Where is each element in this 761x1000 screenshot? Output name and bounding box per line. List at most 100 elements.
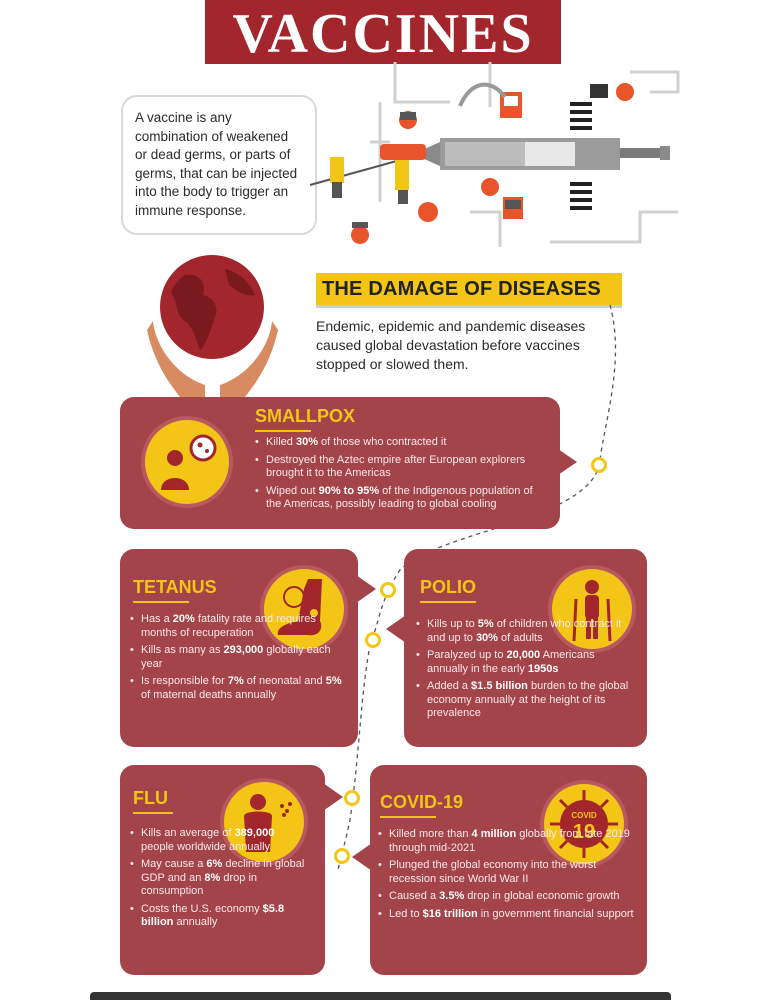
- bullet-item: Wiped out 90% to 95% of the Indigenous p…: [255, 485, 545, 512]
- bullet-item: Has a 20% fatality rate and requires mon…: [130, 613, 352, 640]
- bullet-item: Is responsible for 7% of neonatal and 5%…: [130, 675, 352, 702]
- bullet-text: Has a: [141, 613, 173, 625]
- bullet-highlight: 389,000: [234, 827, 275, 839]
- bullet-item: Kills up to 5% of children who contract …: [416, 618, 638, 645]
- damage-heading-banner: THE DAMAGE OF DISEASES: [316, 273, 622, 305]
- bullet-text: Led to: [389, 907, 423, 920]
- bullet-text: Americans annually in the early: [427, 649, 595, 675]
- damage-heading: THE DAMAGE OF DISEASES: [322, 278, 601, 300]
- bullet-text: globally each year: [141, 644, 331, 670]
- bullet-text: fatality rate and requires months of rec…: [141, 613, 316, 639]
- path-marker: [591, 457, 607, 473]
- bullet-highlight: 293,000: [223, 644, 264, 656]
- bullet-highlight: 4 million: [471, 828, 517, 840]
- bullet-highlight: 7%: [227, 675, 244, 687]
- bullet-text: globally from late 2019 through mid-2021: [389, 828, 630, 854]
- covid-title-wrap: COVID-19: [380, 792, 463, 818]
- bullet-item: May cause a 6% decline in global GDP and…: [130, 858, 310, 899]
- bullet-highlight: 20,000: [506, 649, 541, 661]
- smallpox-card-pointer: [555, 447, 577, 477]
- bullet-text: Kills up to: [427, 618, 478, 630]
- bullet-text: people worldwide annually: [141, 840, 271, 853]
- flu-list-wrap: Kills an average of 389,000 people world…: [130, 827, 310, 934]
- smallpox-icon: [141, 416, 233, 508]
- bullet-item: Paralyzed up to 20,000 Americans annuall…: [416, 649, 638, 676]
- bullet-item: Kills as many as 293,000 globally each y…: [130, 644, 352, 671]
- flu-title-wrap: FLU: [133, 788, 173, 814]
- polio-card-pointer: [386, 615, 406, 643]
- covid-list-wrap: Killed more than 4 million globally from…: [378, 828, 640, 925]
- bullet-text: annually: [173, 916, 218, 928]
- bullet-item: Led to $16 trillion in government financ…: [378, 908, 640, 922]
- bullet-text: Paralyzed up to: [427, 649, 507, 661]
- bullet-text: Added a: [427, 680, 472, 692]
- tetanus-title-wrap: TETANUS: [133, 577, 217, 603]
- tetanus-title-underline: [133, 601, 189, 603]
- bullet-text: decline in global GDP and an: [141, 858, 305, 884]
- smallpox-person-icon: [161, 434, 217, 490]
- bullet-text: Wiped out: [266, 484, 319, 497]
- bullet-text: Caused a: [389, 890, 440, 902]
- bullet-text: Plunged the global economy into the wors…: [389, 859, 597, 885]
- polio-list: Kills up to 5% of children who contract …: [416, 618, 638, 721]
- bullet-text: of neonatal and: [243, 675, 326, 687]
- bullet-highlight: 5%: [325, 675, 342, 687]
- bullet-item: Killed more than 4 million globally from…: [378, 828, 640, 855]
- damage-heading-underline: [316, 305, 622, 308]
- flu-title: FLU: [133, 788, 168, 808]
- smallpox-title-wrap: SMALLPOX: [255, 406, 355, 432]
- smallpox-title-underline: [255, 430, 311, 432]
- covid-title-underline: [380, 816, 436, 818]
- smallpox-list-wrap: Killed 30% of those who contracted it Des…: [255, 436, 545, 516]
- bullet-text: of children who contract it and up to: [427, 618, 622, 644]
- bullet-text: of adults: [497, 631, 543, 644]
- bullet-text: drop in global economic growth: [464, 890, 620, 902]
- covid-card-pointer: [352, 843, 372, 871]
- bullet-item: Costs the U.S. economy $5.8 billion annu…: [130, 903, 310, 930]
- bullet-highlight: $16 trillion: [422, 907, 478, 920]
- bullet-text: of those who contracted it: [318, 436, 447, 448]
- bullet-text: in government financial support: [477, 907, 634, 920]
- bullet-text: of the Indigenous population of the Amer…: [266, 484, 533, 511]
- bullet-highlight: 20%: [172, 613, 195, 625]
- bullet-item: Caused a 3.5% drop in global economic gr…: [378, 890, 640, 904]
- polio-list-wrap: Kills up to 5% of children who contract …: [416, 618, 638, 725]
- path-marker: [344, 790, 360, 806]
- bullet-text: of maternal deaths annually: [141, 688, 277, 701]
- bullet-item: Added a $1.5 billion burden to the globa…: [416, 680, 638, 721]
- syringe-robot-illustration: [309, 62, 680, 247]
- bottom-bar: [90, 992, 671, 1000]
- flu-title-underline: [133, 812, 173, 814]
- bullet-text: Killed: [266, 436, 296, 448]
- tetanus-title: TETANUS: [133, 577, 217, 597]
- path-marker: [380, 582, 396, 598]
- bullet-item: Plunged the global economy into the wors…: [378, 859, 640, 886]
- bullet-highlight: 5%: [477, 618, 494, 630]
- bullet-highlight: $1.5 billion: [471, 680, 528, 692]
- bullet-highlight: $5.8 billion: [141, 902, 285, 929]
- tetanus-list-wrap: Has a 20% fatality rate and requires mon…: [130, 613, 352, 706]
- damage-description: Endemic, epidemic and pandemic diseases …: [316, 318, 586, 372]
- bullet-highlight: 30%: [475, 631, 498, 644]
- polio-title-wrap: POLIO: [420, 577, 476, 603]
- bullet-text: drop in consumption: [141, 871, 258, 898]
- bullet-item: Kills an average of 389,000 people world…: [130, 827, 310, 854]
- bullet-highlight: 90% to 95%: [318, 484, 380, 497]
- bullet-text: Kills as many as: [141, 644, 224, 656]
- covid-title: COVID-19: [380, 792, 464, 812]
- flu-card-pointer: [323, 783, 343, 811]
- bullet-text: Destroyed the Aztec empire after Europea…: [266, 453, 526, 480]
- bullet-text: Kills an average of: [141, 827, 235, 839]
- bullet-item: Killed 30% of those who contracted it: [255, 436, 545, 450]
- covid-list: Killed more than 4 million globally from…: [378, 828, 640, 921]
- bullet-highlight: 3.5%: [439, 890, 465, 902]
- polio-title: POLIO: [420, 577, 477, 597]
- bullet-highlight: 1950s: [527, 662, 559, 675]
- globe-in-hands-illustration: [147, 255, 278, 403]
- bullet-highlight: 30%: [295, 436, 318, 448]
- polio-title-underline: [420, 601, 476, 603]
- path-marker: [334, 848, 350, 864]
- tetanus-card-pointer: [356, 575, 376, 603]
- smallpox-title: SMALLPOX: [255, 406, 356, 426]
- tetanus-list: Has a 20% fatality rate and requires mon…: [130, 613, 352, 702]
